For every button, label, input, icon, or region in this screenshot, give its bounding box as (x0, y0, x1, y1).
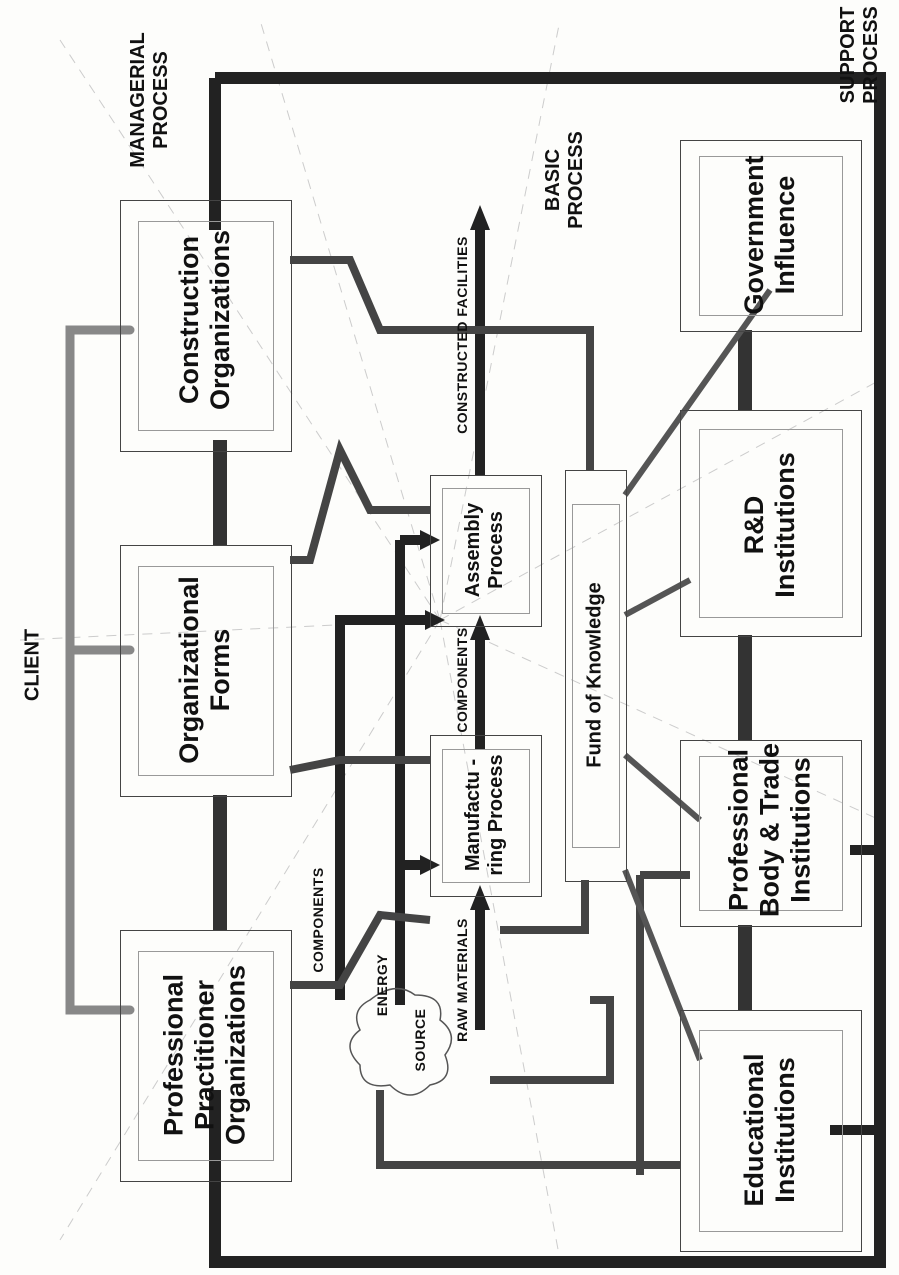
practitioner-box (120, 930, 292, 1182)
fund-of-knowledge-label: Fund of Knowledge (583, 582, 606, 768)
rd-box (680, 410, 862, 637)
professional-body-label: Professional Body & Trade Institutions (723, 742, 816, 918)
organizational-forms-label: Organizational Forms (173, 576, 235, 764)
manufacturing-box (430, 735, 542, 897)
assembly-label: Assembly Process (462, 502, 507, 598)
educational-box (680, 1010, 862, 1252)
components-lower-label: COMPONENTS (309, 867, 326, 973)
source-label: SOURCE (411, 1008, 428, 1072)
organizational-forms-box (120, 545, 292, 797)
basic-process-label: BASIC PROCESS (542, 131, 587, 229)
managerial-process-label: MANAGERIAL PROCESS (127, 32, 172, 168)
assembly-box (430, 475, 542, 627)
source-cloud (349, 987, 453, 1096)
support-pipes (289, 256, 690, 1175)
knowledge-links (622, 288, 773, 1062)
construction-label: Construction Organizations (173, 229, 235, 411)
manufacturing-label: Manufactu -ring Process (462, 754, 507, 876)
components-upper-label: COMPONENTS (453, 627, 470, 733)
constructed-facilities-label: CONSTRUCTED FACILITIES (453, 236, 470, 434)
support-process-label: SUPPORT PROCESS (837, 6, 882, 104)
government-box (680, 140, 862, 332)
energy-label: ENERGY (373, 953, 390, 1017)
client-label: CLIENT (21, 628, 44, 702)
educational-label: Educational Institutions (738, 1053, 800, 1207)
flow-arrows (335, 220, 485, 1030)
org-connecting-pipes (213, 330, 752, 1010)
support-stubs (830, 845, 880, 1135)
practitioner-label: Professional Practitioner Organizations (158, 964, 251, 1146)
rd-label: R&D Institutions (738, 452, 800, 598)
raw-materials-label: RAW MATERIALS (453, 918, 470, 1042)
professional-body-box (680, 740, 862, 927)
fund-of-knowledge-box (565, 470, 627, 882)
government-label: Government Influence (738, 155, 800, 315)
outer-frame (209, 72, 886, 1268)
construction-box (120, 200, 292, 452)
